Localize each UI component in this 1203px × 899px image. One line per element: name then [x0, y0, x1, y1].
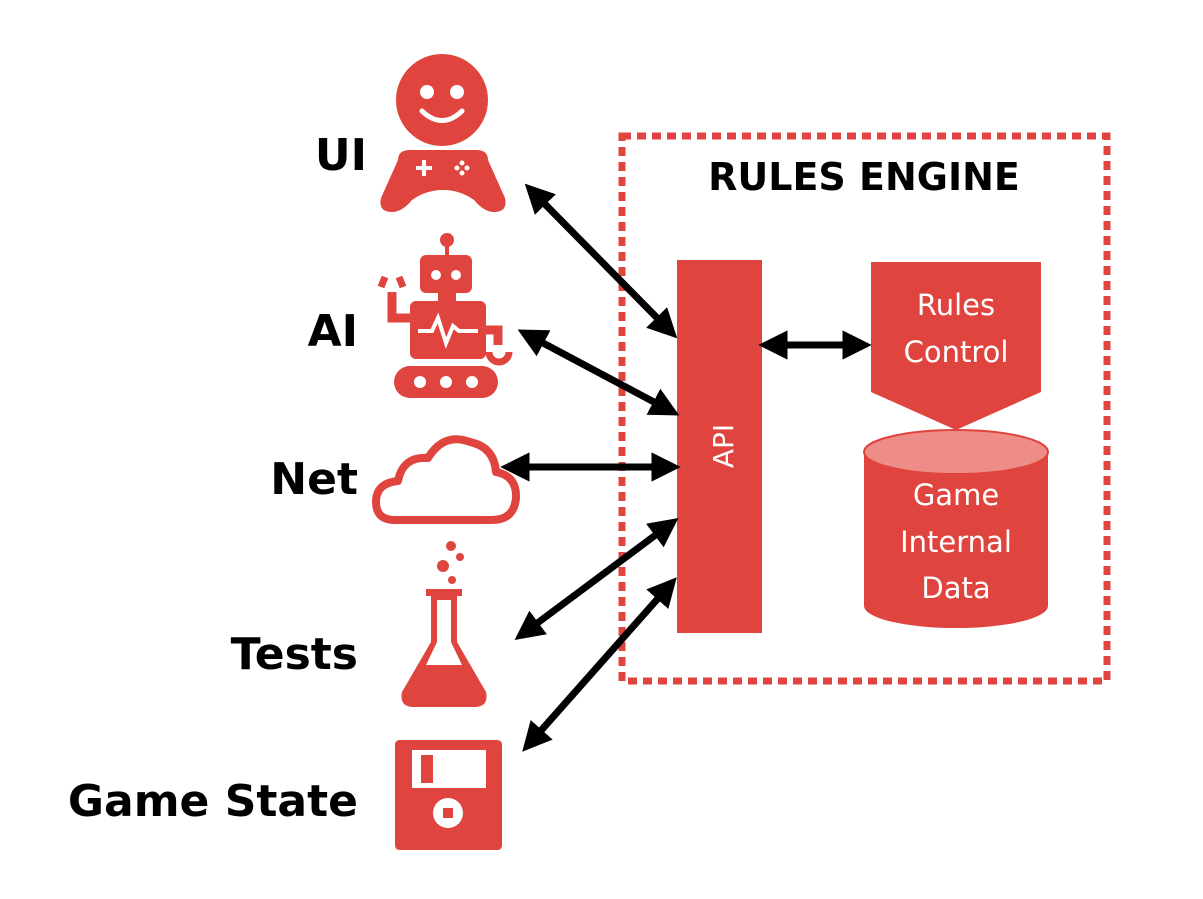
- robot-icon: [377, 233, 513, 398]
- rules-control-block: Rules Control: [871, 262, 1041, 430]
- rules-control-line-2: Control: [904, 335, 1009, 369]
- game-internal-data-store: Game Internal Data: [863, 429, 1049, 628]
- component-label-net: Net: [270, 454, 358, 505]
- arrow-ai-api: [517, 329, 680, 416]
- arrow-game-state-api: [522, 577, 677, 752]
- component-label-tests: Tests: [230, 629, 358, 680]
- data-store-line-2: Internal: [900, 525, 1012, 559]
- component-label-ui: UI: [314, 130, 367, 181]
- floppy-disk-icon: [395, 740, 502, 850]
- arrow-ui-api: [524, 183, 678, 339]
- data-store-line-1: Game: [913, 478, 999, 512]
- arrow-tests-api: [514, 517, 679, 641]
- flask-icon: [401, 541, 487, 707]
- rules-engine-title: RULES ENGINE: [708, 155, 1020, 199]
- api-label: API: [707, 424, 740, 468]
- component-label-ai: AI: [307, 306, 358, 357]
- cloud-icon: [372, 435, 521, 524]
- component-label-game-state: Game State: [67, 776, 358, 827]
- gamer-avatar-icon: [380, 54, 506, 212]
- rules-control-line-1: Rules: [917, 288, 995, 322]
- api-block: API: [677, 260, 762, 633]
- data-store-line-3: Data: [921, 571, 990, 605]
